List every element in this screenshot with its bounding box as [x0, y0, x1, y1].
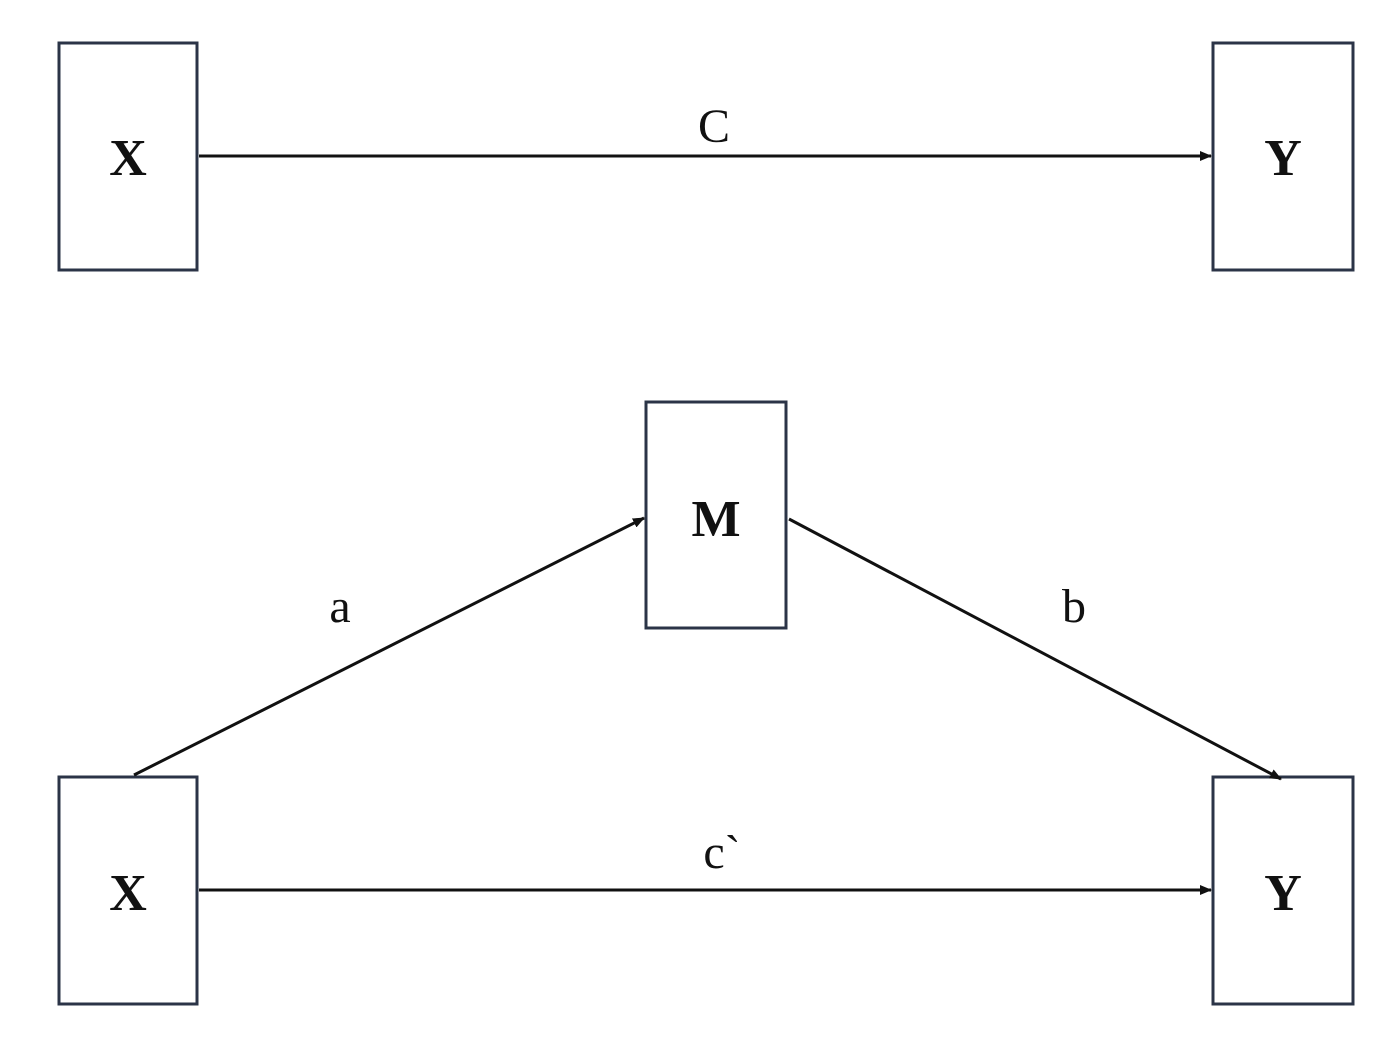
bottom-edge-x-to-y-label: c` [703, 826, 740, 879]
bottom-node-x-label: X [109, 865, 147, 922]
bottom-edge-x-to-m-arrow [133, 516, 645, 777]
bottom-edge-m-to-y-arrow [788, 517, 1282, 781]
bottom-edge-x-to-m-label: a [329, 580, 350, 633]
bottom-edge-m-to-y-label: b [1062, 580, 1086, 633]
bottom-node-x-box [57, 775, 199, 1006]
bottom-node-m-box [644, 400, 788, 630]
bottom-panel: M X Y a b c` [57, 400, 1355, 1006]
top-edge-x-to-y-label: C [698, 100, 730, 153]
bottom-node-y-box [1211, 775, 1355, 1006]
top-node-y-box [1211, 41, 1355, 272]
bottom-node-y-label: Y [1264, 865, 1302, 922]
top-node-y-label: Y [1264, 130, 1302, 187]
top-node-x-box [57, 41, 199, 272]
top-panel: X Y C [57, 41, 1355, 272]
top-node-x-label: X [109, 130, 147, 187]
bottom-node-m-label: M [691, 491, 740, 548]
